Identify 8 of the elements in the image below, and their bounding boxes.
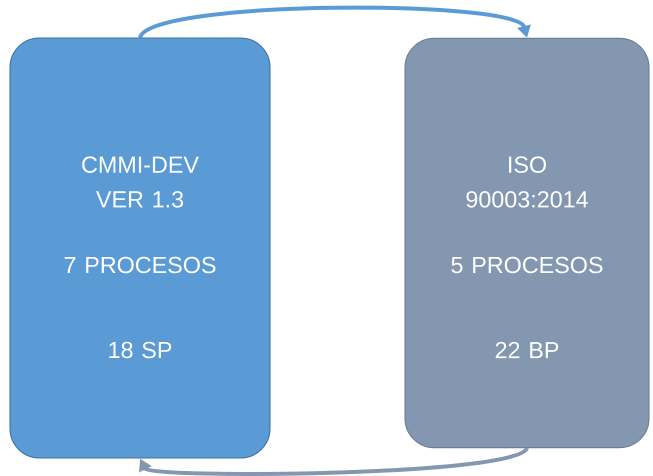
box-text: 18 SP [109,342,172,358]
box-text: CMMI-DEV VER 1.3 [82,156,199,208]
curved-arrow [138,6,531,39]
box-text: 22 BP [496,342,558,358]
box-text: ISO 90003:2014 [466,156,588,208]
box-text: 7 PROCESOS [64,256,216,274]
curved-arrow [139,446,528,476]
box-text: 5 PROCESOS [451,256,602,274]
